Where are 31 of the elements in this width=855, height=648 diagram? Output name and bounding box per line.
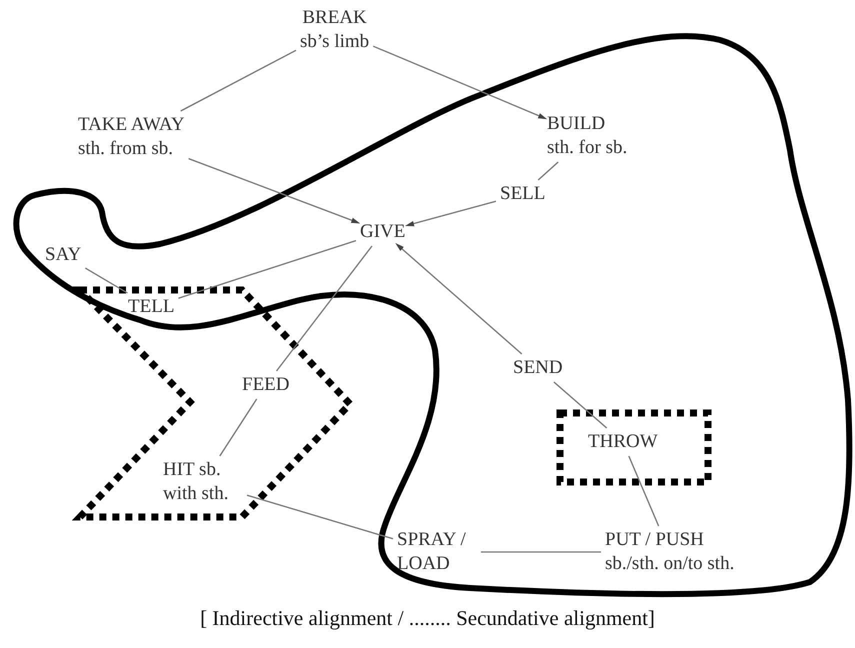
verb-label: SEND [513, 356, 563, 380]
connector-line [180, 50, 296, 112]
verb-label: BUILD [547, 112, 606, 136]
verb-label: FEED [242, 373, 290, 397]
connector-line [84, 268, 128, 294]
verb-label: GIVE [360, 220, 406, 244]
verb-label: SPRAY / LOAD [397, 528, 467, 576]
arrow [405, 200, 496, 226]
verb-label: BREAK [302, 6, 367, 30]
connector-line [481, 551, 601, 553]
verb-label: TAKE AWAY [78, 113, 185, 137]
connector-line [178, 240, 356, 299]
connector-line [538, 162, 559, 180]
argument-note: sb./sth. on/to sth. [605, 552, 734, 576]
argument-note: sth. for sb. [547, 136, 628, 160]
connector-line [553, 382, 608, 428]
argument-note: sth. from sb. [78, 137, 173, 161]
arrow [395, 243, 522, 354]
verb-label: HIT sb. with sth. [163, 458, 230, 506]
connector-line [628, 456, 660, 526]
connector-line [276, 246, 373, 372]
arrow [188, 158, 360, 224]
verb-label: PUT / PUSH [605, 528, 704, 552]
legend-note: [ Indirective alignment / ........ Secundative alignment] [200, 606, 655, 631]
verb-label: SAY [45, 243, 82, 267]
connector-line [219, 398, 258, 456]
verb-label: SELL [500, 182, 546, 206]
verb-label: TELL [128, 295, 174, 319]
arrow [372, 46, 548, 120]
verb-label: THROW [588, 430, 658, 454]
argument-note: sb’s limb [300, 30, 370, 54]
